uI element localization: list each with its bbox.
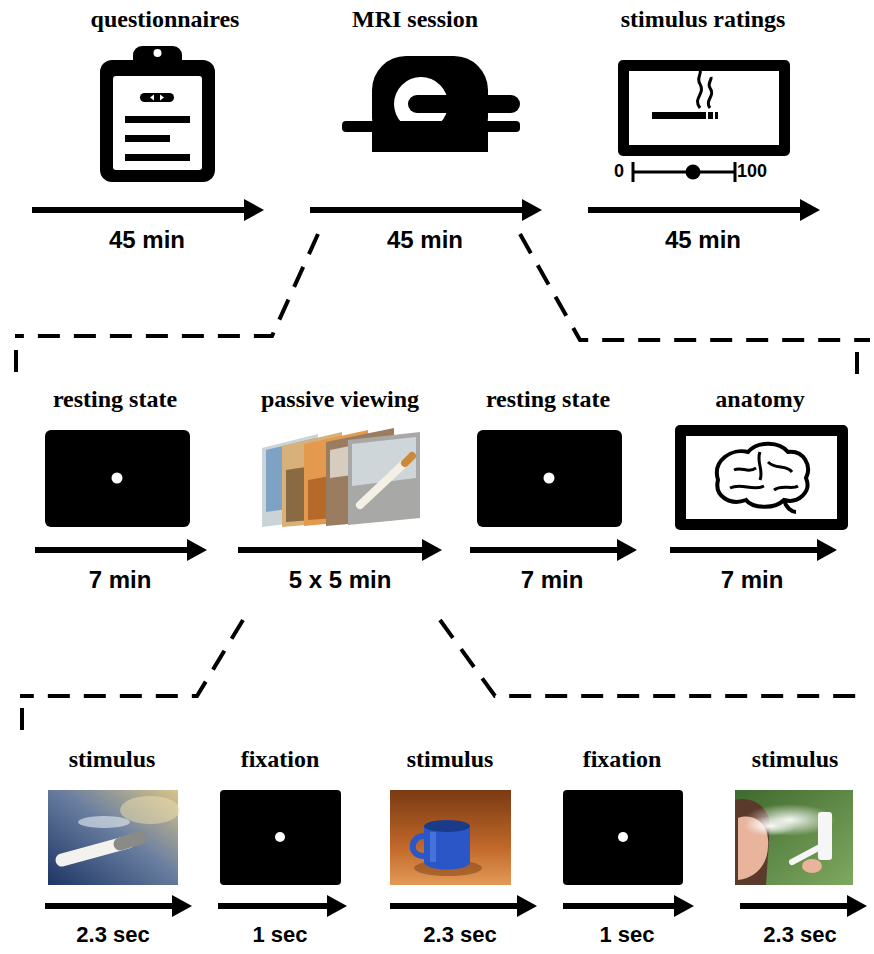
duration-label: 1 sec (599, 922, 654, 947)
scale-label: 0 (614, 161, 624, 182)
step-title: resting state (486, 386, 610, 414)
timeline-arrow (45, 895, 867, 917)
mug-photo (390, 790, 511, 885)
fixation-screen (563, 790, 683, 885)
cigarette-photo (48, 790, 180, 885)
fixation-screen (477, 430, 622, 527)
step-title: stimulus ratings (621, 6, 786, 34)
rating-scale (633, 162, 735, 182)
duration-label: 2.3 sec (763, 922, 836, 947)
step-title: stimulus (752, 746, 839, 774)
mri-scanner-icon (342, 56, 520, 152)
step-title: fixation (241, 746, 320, 774)
zoom-bracket (20, 620, 862, 738)
duration-label: 7 min (521, 566, 584, 594)
step-title: questionnaires (91, 6, 240, 34)
scale-label: 100 (737, 161, 767, 182)
duration-label: 5 x 5 min (289, 566, 392, 594)
step-title: resting state (53, 386, 177, 414)
duration-label: 45 min (665, 226, 741, 254)
timeline-arrow (32, 199, 820, 221)
brain-monitor-icon (675, 425, 848, 530)
step-title: anatomy (715, 386, 804, 414)
duration-label: 1 sec (252, 922, 307, 947)
step-title: passive viewing (261, 386, 419, 414)
fixation-screen (220, 790, 341, 885)
picture-stack (262, 428, 420, 527)
step-title: stimulus (69, 746, 156, 774)
duration-label: 2.3 sec (76, 922, 149, 947)
duration-label: 7 min (89, 566, 152, 594)
step-title: fixation (583, 746, 662, 774)
rating-monitor-icon (618, 60, 790, 156)
step-title: stimulus (407, 746, 494, 774)
smoker-photo (735, 790, 853, 885)
step-title: MRI session (352, 6, 478, 34)
duration-label: 2.3 sec (423, 922, 496, 947)
timeline-arrow (35, 539, 837, 561)
fixation-screen (45, 430, 190, 527)
duration-label: 45 min (387, 226, 463, 254)
duration-label: 45 min (109, 226, 185, 254)
zoom-bracket (15, 234, 870, 380)
duration-label: 7 min (721, 566, 784, 594)
clipboard-icon (100, 46, 215, 182)
